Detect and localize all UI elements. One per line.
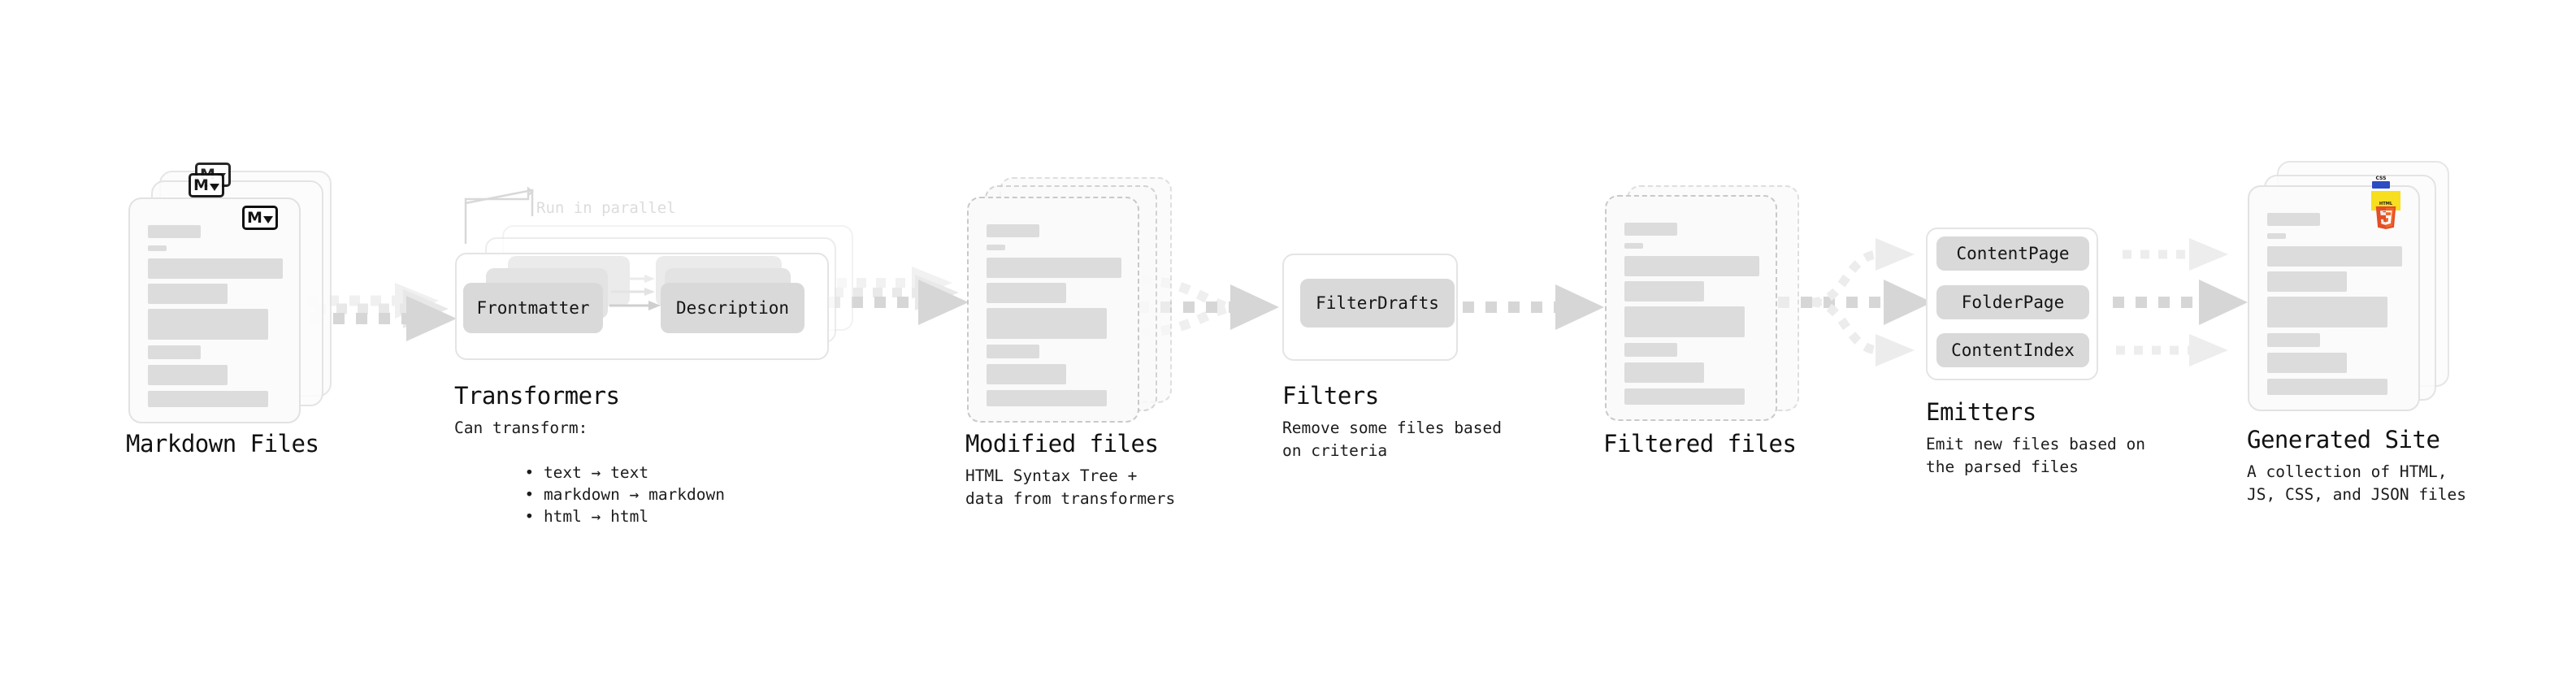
stage-title-generated-site: Generated Site xyxy=(2247,426,2440,453)
bullet-text: html → html xyxy=(543,507,649,526)
css-badge-label: CSS xyxy=(2375,176,2387,181)
emitter-chip-folderpage[interactable]: FolderPage xyxy=(1936,285,2089,319)
emitter-chip-label: ContentPage xyxy=(1956,244,2070,263)
doc-bar xyxy=(148,391,268,407)
stage-title-transformers: Transformers xyxy=(454,382,620,410)
doc-bar xyxy=(987,345,1039,358)
modified-files-subtitle: HTML Syntax Tree + data from transformer… xyxy=(965,466,1176,508)
doc-bar xyxy=(1624,223,1677,236)
markdown-card-front xyxy=(128,197,301,423)
doc-bar xyxy=(148,309,268,340)
transformer-chip-description[interactable]: Description xyxy=(661,283,804,333)
filter-chip-filterdrafts[interactable]: FilterDrafts xyxy=(1300,279,1455,327)
markdown-badge-letter: M xyxy=(247,208,262,227)
emitter-chip-label: FolderPage xyxy=(1961,293,2065,312)
doc-bar xyxy=(1624,343,1677,357)
doc-bar xyxy=(2267,246,2402,267)
transformer-chip-label: Frontmatter xyxy=(476,298,590,318)
doc-bar xyxy=(987,364,1066,384)
html5-icon: HTML xyxy=(2375,202,2396,229)
emitters-subtitle: Emit new files based on the parsed files xyxy=(1926,435,2146,476)
transformers-bullet-3: • html → html xyxy=(467,483,648,551)
run-in-parallel-label: Run in parallel xyxy=(536,199,676,217)
emitter-chip-contentindex[interactable]: ContentIndex xyxy=(1936,333,2089,367)
arrow-emitters-to-site xyxy=(2113,238,2248,367)
doc-bar xyxy=(148,245,167,251)
doc-bar xyxy=(2267,271,2347,292)
doc-bar xyxy=(1624,243,1643,249)
filters-subtitle: Remove some files based on criteria xyxy=(1282,419,1503,460)
markdown-badge-letter: M xyxy=(193,176,209,194)
stage-title-markdown-files: Markdown Files xyxy=(126,430,319,458)
bullet-text: markdown → markdown xyxy=(543,485,725,504)
bullet-dot: • xyxy=(524,485,544,504)
filtered-card-front xyxy=(1605,195,1777,421)
doc-bar xyxy=(148,345,201,359)
doc-bar xyxy=(2267,233,2286,239)
doc-bar xyxy=(987,245,1005,250)
stage-title-modified-files: Modified files xyxy=(965,430,1159,458)
doc-bar xyxy=(987,390,1107,406)
doc-bar xyxy=(2267,333,2320,347)
css-badge: CSS xyxy=(2372,176,2390,189)
emitter-chip-contentpage[interactable]: ContentPage xyxy=(1936,236,2089,271)
markdown-badge-arrow xyxy=(209,183,219,191)
transformers-can-transform-label: Can transform: xyxy=(454,419,588,437)
markdown-badge-front: M xyxy=(242,206,278,230)
doc-bar xyxy=(987,283,1066,303)
stage-title-emitters: Emitters xyxy=(1926,398,2036,426)
bullet-dot: • xyxy=(524,507,544,526)
doc-bar xyxy=(1624,256,1759,276)
markdown-badge-mid: M xyxy=(189,173,224,197)
modified-card-front xyxy=(967,197,1139,423)
transformer-chip-label: Description xyxy=(675,298,790,318)
doc-bar xyxy=(987,258,1121,278)
doc-bar xyxy=(987,224,1039,237)
doc-bar xyxy=(2267,379,2387,395)
doc-bar xyxy=(2267,297,2387,327)
doc-bar xyxy=(1624,388,1745,405)
doc-bar xyxy=(148,365,228,385)
filter-chip-label: FilterDrafts xyxy=(1316,293,1439,313)
svg-text:HTML: HTML xyxy=(2379,202,2393,206)
doc-bar xyxy=(148,258,283,279)
doc-bar xyxy=(1624,306,1745,337)
transformers-bullet-1: • text → text xyxy=(467,439,648,507)
transformer-chip-frontmatter[interactable]: Frontmatter xyxy=(463,283,603,333)
doc-bar xyxy=(2267,353,2347,373)
arrow-filters-to-filtered xyxy=(1463,284,1604,330)
bullet-text: text → text xyxy=(543,463,649,482)
markdown-badge-arrow xyxy=(262,215,273,223)
doc-bar xyxy=(1624,362,1704,383)
doc-bar xyxy=(148,284,228,304)
emitter-chip-label: ContentIndex xyxy=(1951,340,2075,360)
doc-bar xyxy=(2267,213,2320,226)
doc-bar xyxy=(1624,281,1704,301)
transformers-bullet-2: • markdown → markdown xyxy=(467,461,725,529)
doc-bar xyxy=(987,308,1107,339)
stage-title-filtered-files: Filtered files xyxy=(1603,430,1797,458)
stage-title-filters: Filters xyxy=(1282,382,1379,410)
arrow-filtered-to-emitters xyxy=(1778,238,1932,367)
bullet-dot: • xyxy=(524,463,544,482)
html5-badge: HTML xyxy=(2372,199,2400,232)
generated-site-subtitle: A collection of HTML, JS, CSS, and JSON … xyxy=(2247,462,2467,504)
doc-bar xyxy=(148,225,201,238)
